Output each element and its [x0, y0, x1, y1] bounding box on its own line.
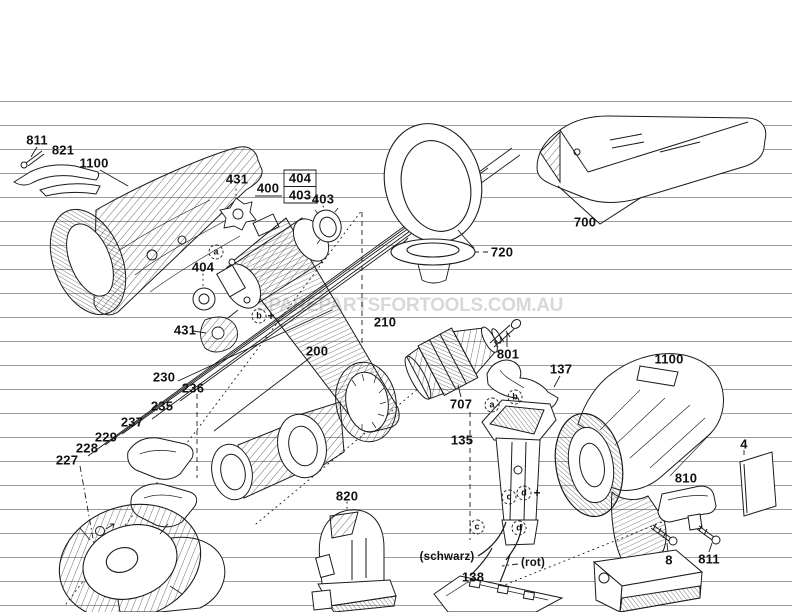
part-label-821: 821	[51, 142, 75, 158]
part-label-137: 137	[549, 361, 573, 377]
part-label-schwarz: (schwarz)	[419, 551, 475, 563]
part-label-210: 210	[373, 314, 397, 330]
letter-marker-a: a	[208, 244, 224, 260]
part-label-rot: (rot)	[521, 557, 545, 569]
part-label-237: 237	[120, 414, 144, 430]
bearing-ring-403	[312, 207, 342, 245]
part-label-404-box: 404	[288, 170, 312, 186]
part-label-820: 820	[335, 488, 359, 504]
letter-marker-c: c	[501, 489, 517, 505]
part-label-403-box: 403	[288, 187, 312, 203]
part-label-720: 720	[490, 244, 514, 260]
screw-811	[696, 524, 721, 545]
label-plate-4	[739, 451, 777, 517]
part-label-811-top: 811	[26, 132, 48, 148]
letter-marker-b: b	[507, 389, 523, 405]
letter-marker-d: d	[511, 520, 527, 536]
terminal-plate-138	[433, 547, 564, 612]
part-label-138: 138	[461, 569, 485, 585]
torque-ring-227	[58, 503, 226, 612]
chuck-707	[404, 326, 502, 400]
part-label-236: 236	[181, 380, 205, 396]
plus-marker-+: +	[267, 309, 275, 323]
screw-8	[650, 523, 678, 546]
part-label-228: 228	[75, 440, 99, 456]
part-label-200: 200	[305, 343, 329, 359]
letter-marker-a: a	[484, 397, 500, 413]
motor-assembly-400	[192, 214, 337, 311]
part-label-135: 135	[450, 432, 474, 448]
letter-marker-b: b	[251, 308, 267, 324]
screw-and-clip-top-left	[13, 150, 101, 197]
part-label-400: 400	[256, 180, 280, 196]
gearbox-assembly-200	[211, 361, 397, 501]
battery-pack-700	[536, 115, 767, 225]
part-label-431-mid: 431	[173, 322, 197, 338]
spindle-screw-801	[489, 319, 522, 348]
letter-marker-d: d	[516, 485, 532, 501]
plus-marker-+: +	[533, 486, 541, 500]
part-label-1100-right: 1100	[654, 351, 684, 367]
part-label-4: 4	[740, 436, 748, 452]
ring-handle-720	[383, 123, 483, 284]
part-label-810: 810	[674, 470, 698, 486]
part-label-431-top: 431	[225, 171, 249, 187]
part-label-403: 403	[311, 191, 335, 207]
drill-housing-right	[554, 353, 724, 612]
part-label-235: 235	[150, 398, 174, 414]
motor-fan-431	[219, 197, 257, 231]
belt-clip-810	[657, 485, 717, 531]
part-label-404: 404	[191, 259, 215, 275]
part-label-700: 700	[573, 214, 597, 230]
part-label-811-right: 811	[698, 551, 720, 567]
part-label-227: 227	[55, 452, 79, 468]
part-label-801: 801	[496, 346, 520, 362]
pinion-gear-431	[200, 309, 239, 353]
part-label-230: 230	[152, 369, 176, 385]
part-label-229: 229	[94, 429, 118, 445]
letter-marker-c: c	[469, 519, 485, 535]
switch-820	[311, 509, 397, 612]
part-label-1100-left: 1100	[79, 155, 109, 171]
part-label-707: 707	[449, 396, 473, 412]
part-label-8: 8	[665, 552, 673, 568]
